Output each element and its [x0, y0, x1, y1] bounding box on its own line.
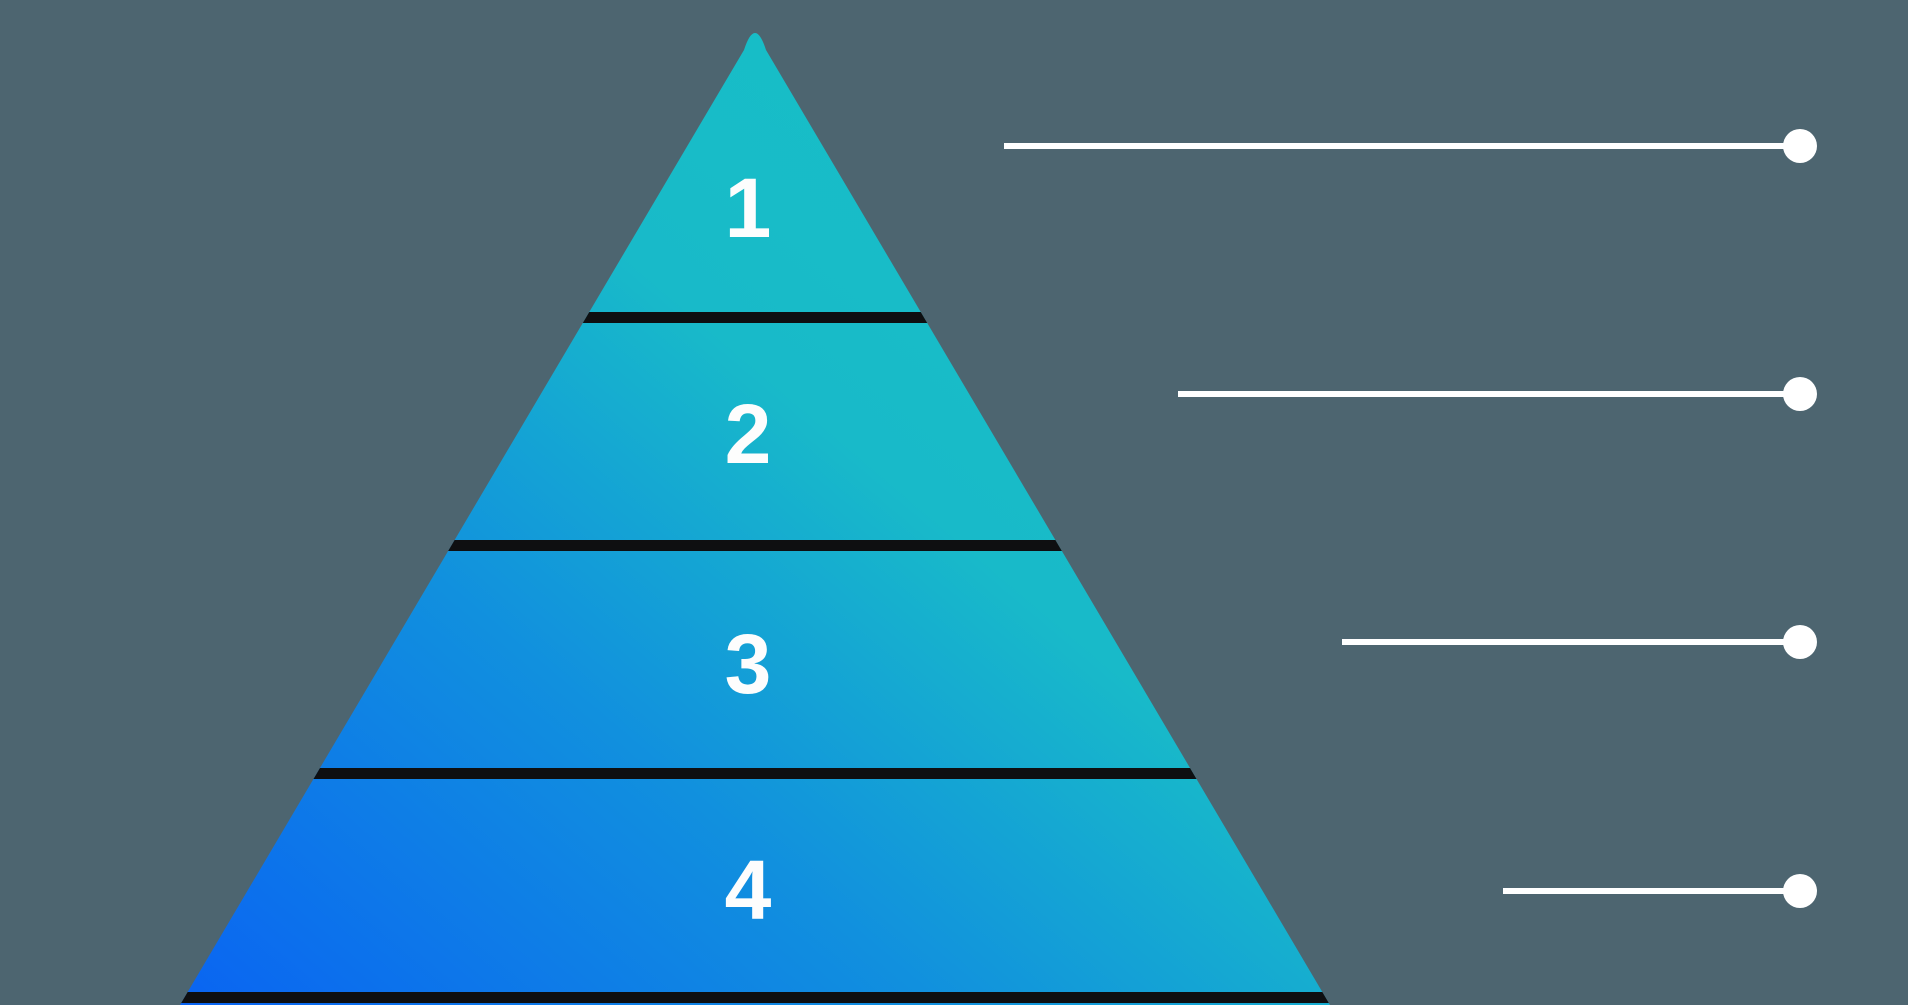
- bullet-circle-icon: [1783, 129, 1817, 163]
- leader-line-4: [1503, 888, 1800, 894]
- leader-line-2: [1178, 391, 1800, 397]
- leader-line-3: [1342, 639, 1800, 645]
- separator-line-3: [180, 768, 1330, 779]
- separator-line-1: [180, 312, 1330, 323]
- bullet-circle-icon: [1783, 625, 1817, 659]
- pyramid-level-4-label: 4: [725, 843, 772, 937]
- bullet-circle-icon: [1783, 874, 1817, 908]
- bullet-circle-icon: [1783, 377, 1817, 411]
- separator-line-4: [180, 992, 1330, 1003]
- pyramid-level-3-label: 3: [725, 617, 772, 711]
- pyramid-level-2-label: 2: [725, 387, 772, 481]
- separator-line-2: [180, 540, 1330, 551]
- pyramid-level-1-label: 1: [725, 161, 772, 255]
- leader-line-1: [1004, 143, 1800, 149]
